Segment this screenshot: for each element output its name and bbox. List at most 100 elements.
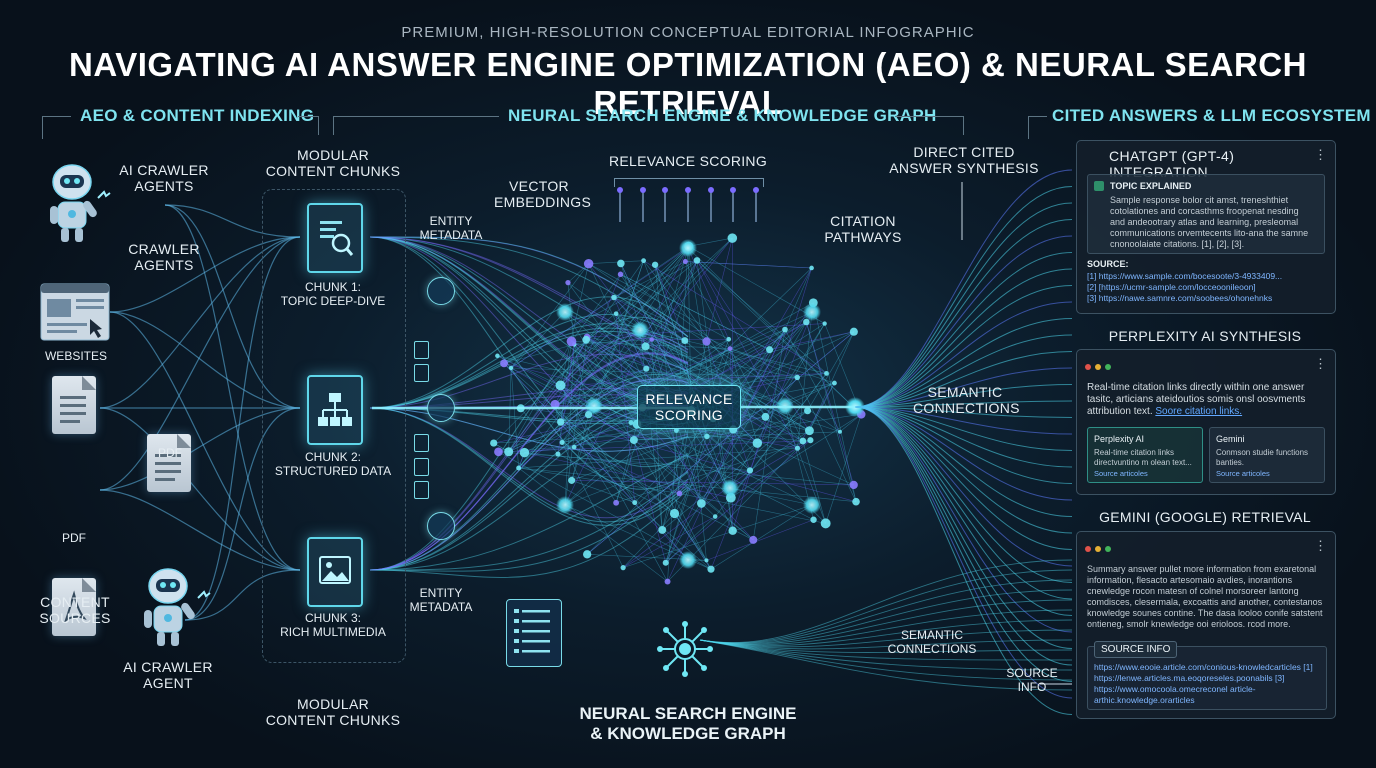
source-link[interactable]: arthic.knowledge.orarticles <box>1094 695 1195 705</box>
chunk-to-network-curve <box>369 478 689 572</box>
network-edge <box>561 339 652 443</box>
bracket-left-end <box>298 116 319 135</box>
chunk-to-network-curve <box>369 353 689 409</box>
network-edge <box>784 267 812 330</box>
network-node <box>628 420 634 426</box>
doc-small-icon <box>414 481 429 499</box>
network-edge <box>661 341 707 531</box>
network-edge <box>662 410 808 531</box>
network-edge <box>620 263 732 498</box>
network-edge <box>620 274 770 350</box>
network-node <box>500 359 508 368</box>
output-curve <box>854 406 1073 501</box>
network-edge <box>564 247 689 506</box>
source-link[interactable]: https://lenwe.articles.ma.eoqoreseles.po… <box>1094 673 1285 683</box>
network-edge <box>620 274 841 433</box>
network-edge <box>574 344 754 541</box>
gemini-card-source[interactable]: Source articoles <box>1216 469 1270 478</box>
network-node <box>804 426 814 436</box>
source-to-chunk-curve <box>109 311 301 409</box>
network-edge <box>561 442 624 568</box>
network-node <box>617 259 625 268</box>
chatgpt-source-links: [1] https://www.sample.com/bocesoote/3-4… <box>1087 271 1282 304</box>
source-link[interactable]: https://www.eooie.article.com/conious-kn… <box>1094 662 1313 672</box>
graph-to-gemini-curve <box>699 639 1073 653</box>
output-curve <box>854 406 1073 550</box>
chunk-to-network-curve <box>369 452 689 571</box>
source-to-chunk-curve <box>99 407 301 491</box>
output-curve <box>854 406 1073 435</box>
network-edge <box>685 261 812 269</box>
network-node <box>651 261 659 268</box>
pdf-document-icon <box>147 434 191 492</box>
network-edge <box>498 440 803 453</box>
network-edge <box>508 341 572 452</box>
network-edge <box>510 367 814 521</box>
citation-link[interactable]: Soore citation links. <box>1155 406 1243 417</box>
network-edge <box>560 385 636 503</box>
doc-small-icon <box>414 364 429 382</box>
network-edge <box>633 439 667 563</box>
network-node <box>794 374 800 381</box>
document-icon <box>52 376 96 434</box>
output-curve <box>854 406 1073 484</box>
gemini-card-title: Gemini <box>1216 434 1245 444</box>
network-edge <box>639 329 827 374</box>
source-to-chunk-curve <box>99 407 301 571</box>
robot-icon <box>128 566 224 657</box>
chunk-to-network-curve <box>369 236 689 372</box>
network-edge <box>620 274 770 350</box>
network-edge <box>518 467 680 494</box>
network-node <box>504 447 514 457</box>
network-edge <box>588 263 729 340</box>
output-curve <box>854 406 1073 616</box>
network-edge <box>587 336 798 378</box>
network-node <box>852 497 860 506</box>
perplexity-card-source[interactable]: Source articoles <box>1094 469 1148 478</box>
chunk1-label: CHUNK 1:TOPIC DEEP-DIVE <box>280 280 386 308</box>
source-link[interactable]: [1] https://www.sample.com/bocesoote/3-4… <box>1087 271 1283 281</box>
chatgpt-answer-text: Sample response bolor cit amst, trenesht… <box>1110 195 1309 249</box>
network-node <box>794 445 801 451</box>
network-node <box>849 327 858 336</box>
network-edge <box>685 261 766 417</box>
network-node <box>810 516 817 523</box>
more-options-icon[interactable]: ⋮ <box>1314 147 1327 162</box>
more-options-icon[interactable]: ⋮ <box>1314 538 1327 553</box>
network-edge <box>665 436 708 563</box>
network-edge <box>729 348 758 444</box>
network-edge <box>510 247 689 369</box>
network-edge <box>665 516 716 563</box>
graph-to-gemini-curve <box>699 579 1073 644</box>
network-edge <box>497 355 595 407</box>
chunk-to-network-curve <box>369 407 689 526</box>
network-edge <box>825 414 862 524</box>
chunk-to-network-curve <box>369 378 689 571</box>
source-link[interactable]: [3] https://nawe.samnre.com/soobees/ohon… <box>1087 293 1273 303</box>
network-edge <box>685 261 812 269</box>
section-middle-heading: NEURAL SEARCH ENGINE & KNOWLEDGE GRAPH <box>508 106 937 125</box>
output-curve <box>854 268 1073 408</box>
more-options-icon[interactable]: ⋮ <box>1314 356 1327 371</box>
chunk-to-network-curve <box>369 488 689 578</box>
source-link[interactable]: https://www.omocoola.omecreconel article… <box>1094 684 1256 694</box>
network-node <box>556 303 574 321</box>
network-edge <box>633 431 840 441</box>
network-node <box>583 258 594 269</box>
network-edge <box>809 331 855 431</box>
chunk-to-network-curve <box>369 236 689 468</box>
network-edge <box>564 344 575 506</box>
source-link[interactable]: [2] [https://ucmr-sample.com/locceoonile… <box>1087 282 1256 292</box>
output-curve <box>854 406 1073 468</box>
chunk-to-network-curve <box>369 407 689 523</box>
gemini-heading: GEMINI (GOOGLE) RETRIEVAL <box>1099 509 1311 525</box>
network-edge <box>706 238 733 342</box>
network-node <box>682 259 688 265</box>
graph-to-gemini-curve <box>699 559 1073 644</box>
